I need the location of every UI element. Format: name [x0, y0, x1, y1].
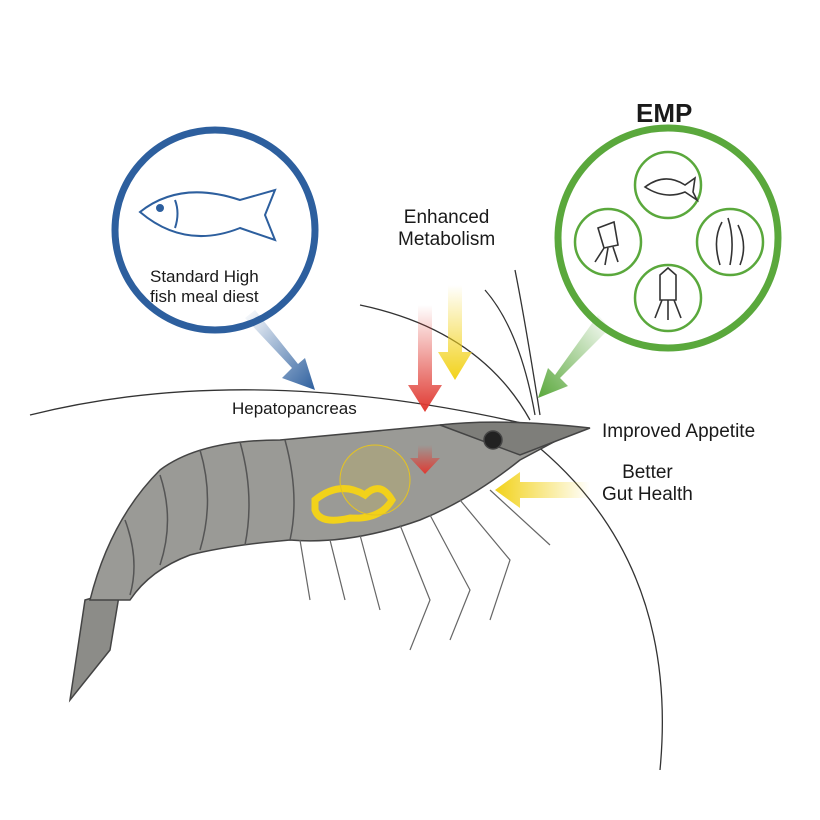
antennae: [29, 269, 663, 771]
standard-diet-line2: fish meal diest: [150, 287, 259, 306]
arrows: [245, 285, 610, 508]
squid-icon: [654, 266, 682, 320]
yellow-arrow-gut: [495, 472, 590, 508]
green-arrow: [538, 315, 610, 398]
appetite-label: Improved Appetite: [602, 421, 756, 442]
fish-icon: [643, 176, 700, 203]
gut-line1: Better: [622, 462, 673, 483]
standard-diet-label: Standard High fish meal diest: [150, 267, 259, 307]
red-arrow: [408, 305, 442, 412]
standard-diet-circle: [111, 126, 319, 334]
blue-arrow: [245, 310, 315, 390]
squid-icon: [594, 220, 619, 266]
red-arrow-small: [410, 445, 440, 474]
seaweed-icon: [715, 217, 745, 266]
metabolism-line1: Enhanced: [403, 207, 490, 228]
emp-circle: [554, 124, 782, 352]
metabolism-line2: Metabolism: [398, 229, 496, 250]
gut-health-label: Better Gut Health: [602, 462, 693, 506]
gut-line2: Gut Health: [602, 484, 693, 505]
shrimp-illustration: [68, 421, 591, 703]
standard-diet-line1: Standard High: [150, 267, 259, 286]
metabolism-label: Enhanced Metabolism: [398, 207, 495, 251]
yellow-arrow: [438, 285, 472, 380]
fish-icon: [138, 188, 277, 242]
diagram-title: EMP: [636, 98, 693, 128]
hepatopancreas-label: Hepatopancreas: [232, 399, 357, 418]
